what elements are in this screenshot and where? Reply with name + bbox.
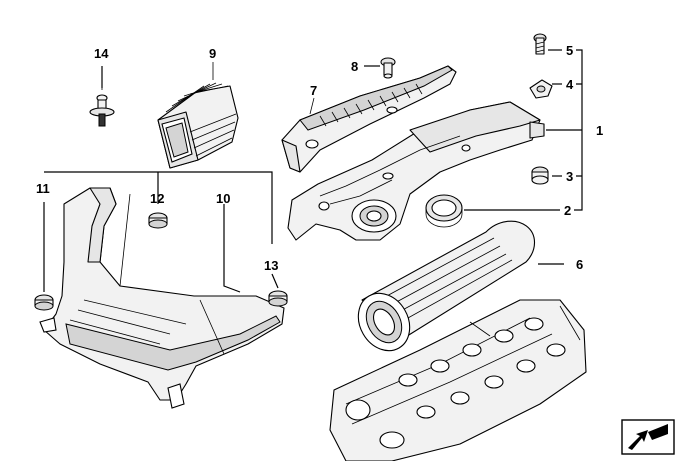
part-11-grommet[interactable]: [34, 294, 54, 311]
part-7-duct-upper[interactable]: [281, 65, 457, 173]
callout-2: 2: [564, 203, 571, 218]
part-2-seal-ring[interactable]: [425, 194, 560, 228]
callout-14: 14: [94, 46, 109, 61]
part-12-grommet[interactable]: [148, 212, 168, 229]
callout-bracket: [546, 49, 583, 211]
callout-9: 9: [209, 46, 216, 61]
callout-10: 10: [216, 191, 230, 206]
part-3-grommet[interactable]: [531, 166, 562, 185]
part-1-intake-housing[interactable]: [287, 101, 545, 241]
lower-callout-bracket: [43, 171, 279, 293]
callout-1: 1: [596, 123, 603, 138]
part-8-screw[interactable]: [364, 57, 396, 79]
part-13-grommet[interactable]: [268, 290, 288, 307]
part-6-air-filter[interactable]: [348, 220, 564, 360]
callout-6: 6: [576, 257, 583, 272]
callout-12: 12: [150, 191, 164, 206]
callout-5: 5: [566, 43, 573, 58]
arrow-icon[interactable]: [621, 419, 675, 455]
callout-7: 7: [310, 83, 317, 98]
part-9-bellows[interactable]: [157, 62, 239, 169]
part-14-clip[interactable]: [89, 66, 115, 127]
engine-cylinder-head: [329, 299, 587, 461]
callout-8: 8: [351, 59, 358, 74]
part-5-bolt[interactable]: [533, 33, 562, 55]
callout-13: 13: [264, 258, 278, 273]
part-10-lower-duct[interactable]: [39, 187, 285, 409]
callout-11: 11: [36, 181, 50, 196]
part-4-clip-nut[interactable]: [529, 79, 562, 99]
callout-3: 3: [566, 169, 573, 184]
callout-4: 4: [566, 77, 574, 92]
